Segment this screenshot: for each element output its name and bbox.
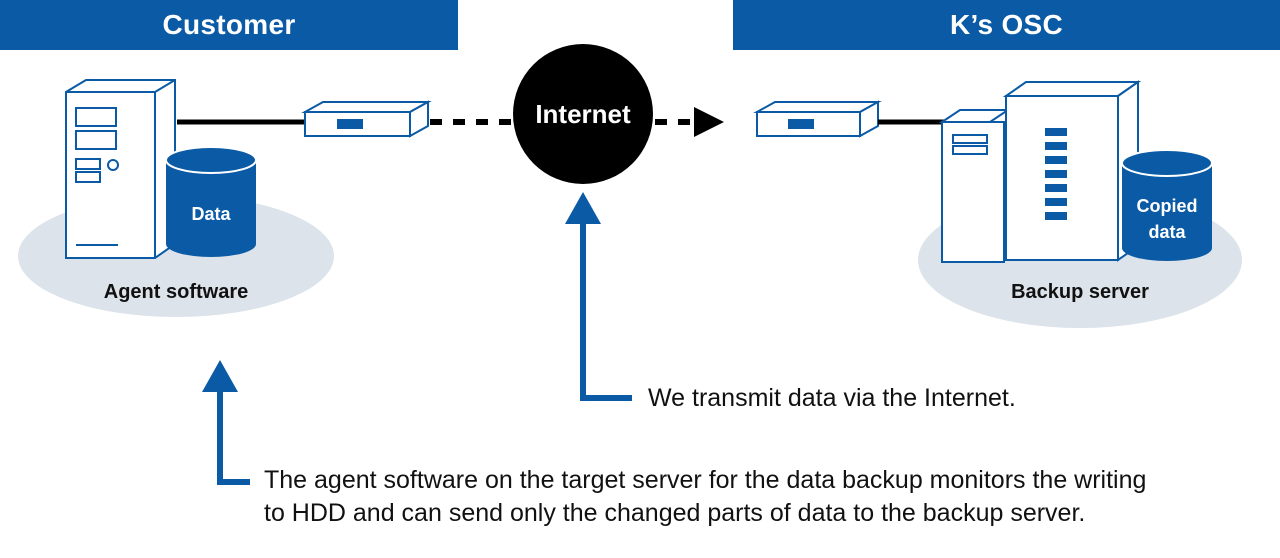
data-db-label: Data xyxy=(191,204,231,224)
server-rack-icon xyxy=(1002,80,1142,262)
agent-software-label: Agent software xyxy=(104,281,248,303)
copied-db-label-line2: data xyxy=(1148,222,1186,242)
customer-header: Customer xyxy=(0,0,458,50)
backup-server-label: Backup server xyxy=(1011,281,1149,303)
server-tower-icon xyxy=(65,79,176,259)
server-small-icon xyxy=(938,109,1012,263)
agent-caption: The agent software on the target server … xyxy=(264,464,1276,530)
agent-caption-line2: to HDD and can send only the changed par… xyxy=(264,499,1086,527)
database-icon xyxy=(1121,149,1213,261)
copied-db-label-line1: Copied xyxy=(1137,196,1198,216)
agent-caption-line1: The agent software on the target server … xyxy=(264,466,1147,494)
internet-callout-arrow xyxy=(565,192,632,401)
router-icon xyxy=(753,100,882,138)
agent-callout-arrow xyxy=(202,360,250,485)
database-icon xyxy=(165,146,257,257)
osc-header: K’s OSC xyxy=(733,0,1280,50)
internet-node xyxy=(513,44,653,184)
internet-caption: We transmit data via the Internet. xyxy=(648,384,1016,412)
router-icon xyxy=(301,100,432,138)
internet-label: Internet xyxy=(535,99,631,129)
